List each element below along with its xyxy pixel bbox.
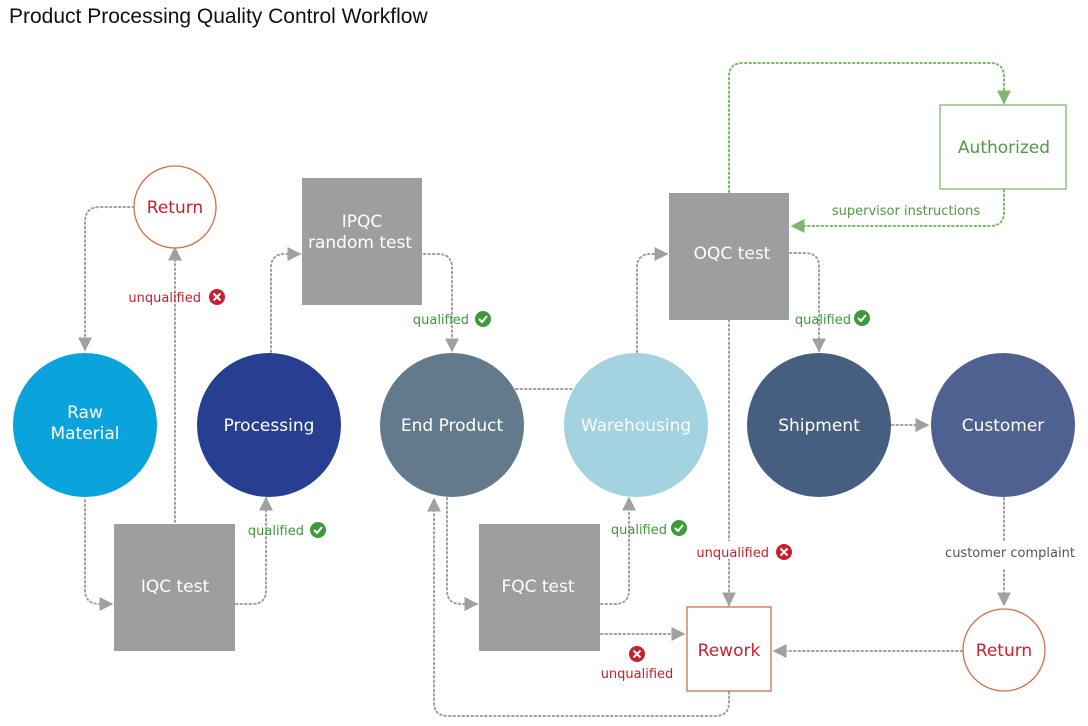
node-label: Material: [50, 424, 119, 444]
node-label: Return: [976, 641, 1032, 661]
node-label: Rework: [698, 641, 761, 661]
node-ipqc-test[interactable]: IPQC random test: [302, 178, 422, 305]
node-label: Shipment: [778, 416, 860, 436]
node-processing[interactable]: Processing: [197, 353, 341, 497]
node-label: Return: [147, 198, 203, 218]
node-return-bottom[interactable]: Return: [962, 608, 1046, 692]
connector-processing-to-ipqc: [270, 247, 302, 353]
label-unqualified-fqc: unqualified: [601, 646, 674, 682]
connector-raw-to-iqc: [84, 499, 114, 611]
node-label: Authorized: [958, 138, 1050, 158]
node-label: OQC test: [694, 244, 771, 264]
connector-oqc-to-shipment: [789, 252, 826, 353]
check-circle-icon: [475, 311, 491, 327]
label-text: qualified: [413, 313, 469, 328]
connector-oqc-to-authorized: [728, 62, 1011, 193]
node-label: Raw: [67, 403, 103, 423]
node-rework[interactable]: Rework: [686, 606, 772, 692]
node-label: IPQC: [342, 212, 383, 232]
label-text: qualified: [248, 524, 304, 539]
connector-authorized-to-oqc: [790, 189, 1005, 233]
connector-fqc-to-warehousing: [600, 496, 636, 605]
connectors: [78, 62, 1011, 717]
connector-ipqc-to-endproduct: [423, 253, 459, 353]
node-return-top[interactable]: Return: [133, 165, 217, 249]
label-text: unqualified: [601, 667, 674, 682]
connector-warehousing-to-oqc: [636, 247, 669, 353]
node-label: FQC test: [501, 577, 574, 597]
node-label: End Product: [401, 416, 504, 436]
node-label: Processing: [224, 416, 315, 436]
label-text: unqualified: [128, 291, 201, 306]
connector-return-to-raw: [78, 206, 135, 352]
node-shipment[interactable]: Shipment: [747, 353, 891, 497]
label-unqualified-oqc: unqualified: [690, 541, 792, 561]
node-warehousing[interactable]: Warehousing: [564, 353, 708, 497]
connector-endproduct-to-fqc: [446, 497, 479, 611]
connector-rework-to-endproduct: [427, 497, 730, 717]
page-title: Product Processing Quality Control Workf…: [9, 5, 428, 28]
check-circle-icon: [854, 310, 870, 326]
label-customer-complaint: customer complaint: [945, 546, 1075, 561]
check-circle-icon: [671, 520, 687, 536]
node-raw-material[interactable]: Raw Material: [13, 353, 157, 497]
node-fqc-test[interactable]: FQC test: [479, 524, 600, 651]
label-text: qualified: [611, 523, 667, 538]
label-qualified-iqc: qualified: [248, 522, 326, 539]
node-label: Customer: [962, 416, 1045, 436]
node-label: Warehousing: [581, 416, 691, 436]
label-text: unqualified: [696, 546, 769, 561]
node-label: IQC test: [141, 577, 210, 597]
node-end-product[interactable]: End Product: [380, 353, 524, 497]
label-supervisor-instructions: supervisor instructions: [832, 204, 980, 219]
label-qualified-fqc: qualified: [611, 520, 687, 538]
label-text: qualified: [795, 313, 851, 328]
node-oqc-test[interactable]: OQC test: [669, 193, 789, 320]
connector-iqc-to-processing: [235, 496, 273, 605]
node-authorized[interactable]: Authorized: [939, 104, 1067, 190]
x-circle-icon: [776, 544, 792, 560]
label-unqualified-iqc: unqualified: [128, 289, 225, 306]
node-iqc-test[interactable]: IQC test: [114, 524, 235, 651]
x-circle-icon: [629, 646, 645, 662]
node-label: random test: [308, 233, 412, 253]
x-circle-icon: [209, 289, 225, 305]
label-qualified-ipqc: qualified: [413, 311, 491, 328]
node-customer[interactable]: Customer: [931, 353, 1075, 497]
label-qualified-oqc: qualified: [795, 310, 870, 328]
check-circle-icon: [310, 522, 326, 538]
